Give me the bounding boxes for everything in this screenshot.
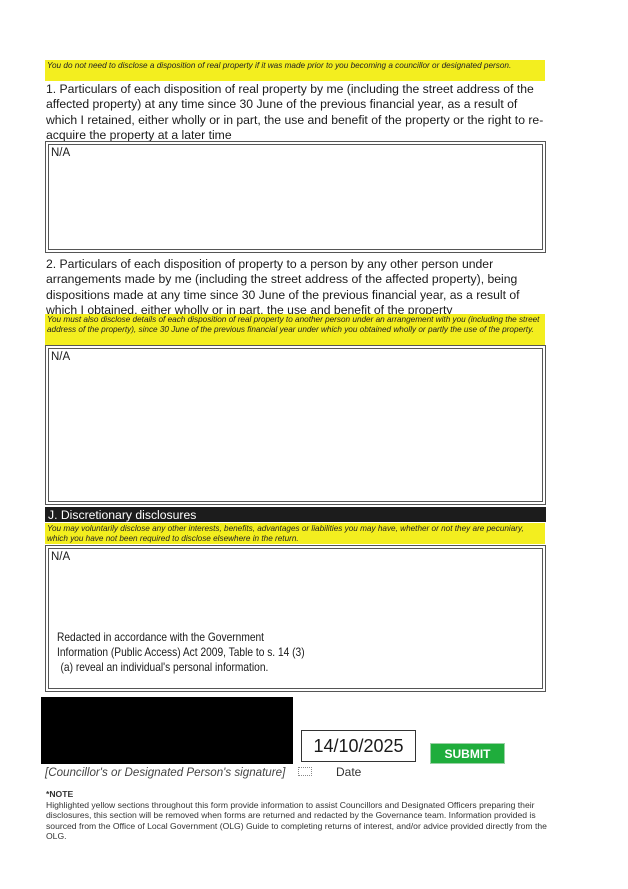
section-j-answer: N/A [51,551,71,563]
field-marker-icon [298,767,312,776]
redaction-line-3: (a) reveal an individual's personal info… [60,661,269,674]
date-field[interactable]: 14/10/2025 [301,730,416,762]
question-1-answer: N/A [51,147,71,159]
redaction-notice: Redacted in accordance with the Governme… [57,630,357,675]
redaction-line-2: Information (Public Access) Act 2009, Ta… [57,646,305,659]
question-1-text: 1. Particulars of each disposition of re… [46,82,544,143]
submit-button[interactable]: SUBMIT [430,743,505,764]
question-2-info-note: You must also disclose details of each d… [45,314,545,345]
section-j-answer-box[interactable]: N/A [45,545,546,692]
redacted-signature-block [41,697,293,764]
question-1-answer-box[interactable]: N/A [45,141,546,253]
date-label: Date [336,765,362,779]
signature-label: [Councillor's or Designated Person's sig… [45,766,286,779]
footer-note-title: *NOTE [46,789,74,799]
question-2-answer: N/A [51,351,71,363]
question-2-answer-box[interactable]: N/A [45,345,546,505]
section-j-header: J. Discretionary disclosures [45,507,546,522]
question-2-text: 2. Particulars of each disposition of pr… [46,257,520,318]
footer-note-text: Highlighted yellow sections throughout t… [46,800,547,842]
disposition-info-note: You do not need to disclose a dispositio… [45,60,545,81]
redaction-line-1: Redacted in accordance with the Governme… [57,631,265,644]
section-j-info-note: You may voluntarily disclose any other i… [45,523,545,544]
